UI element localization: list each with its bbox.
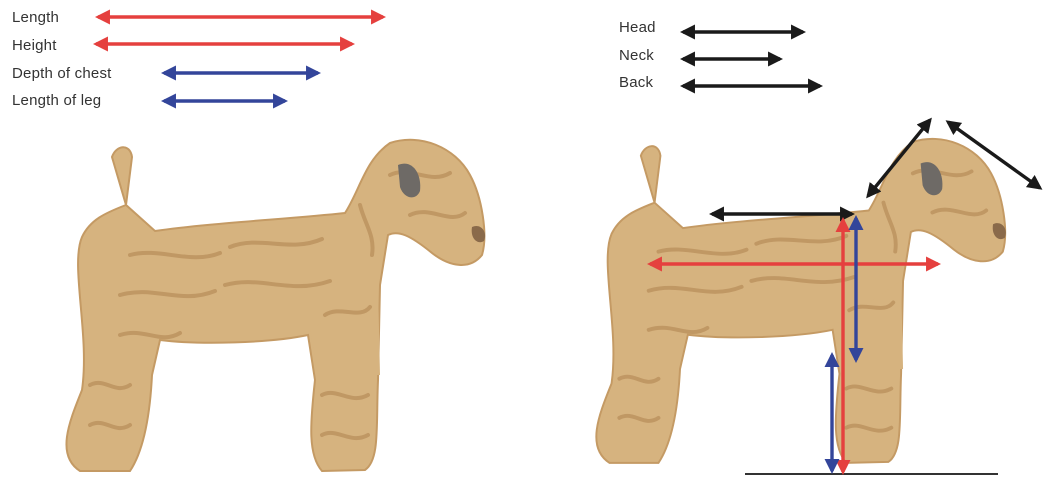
- dog-illustration-left: [66, 140, 485, 471]
- dog-illustration-right: [596, 139, 1006, 463]
